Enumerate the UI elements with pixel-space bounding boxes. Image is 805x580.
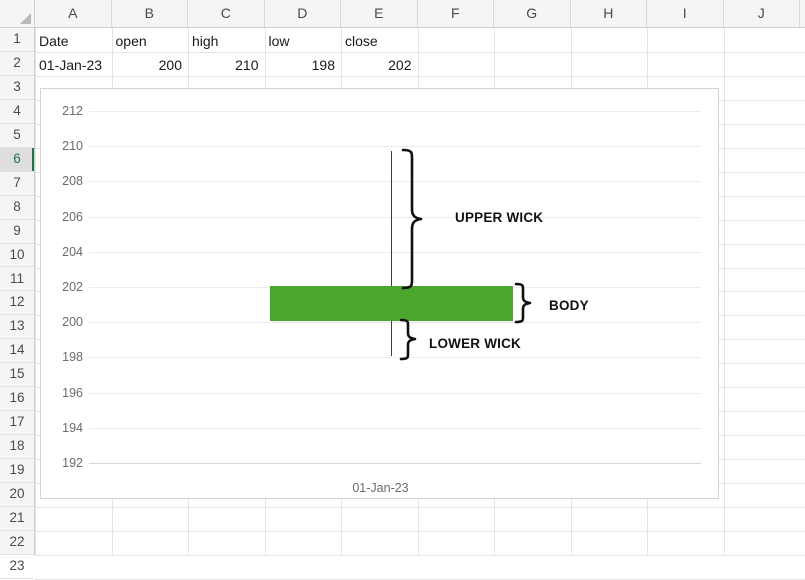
upper-wick [391,151,392,286]
row-header-20[interactable]: 20 [0,483,34,507]
active-row-indicator [32,147,34,171]
grid-hline [35,75,805,77]
cell-a2[interactable]: 01-Jan-23 [39,56,103,73]
select-all-triangle-icon [20,13,31,24]
column-header-j[interactable]: J [724,0,800,27]
row-header-15[interactable]: 15 [0,363,34,388]
grid-hline [35,530,805,532]
upper-wick-label: UPPER WICK [455,210,544,225]
row-header-17[interactable]: 17 [0,411,34,436]
row-header-1[interactable]: 1 [0,28,34,52]
row-header-19[interactable]: 19 [0,459,34,484]
candlestick-chart[interactable]: 212 210 208 206 204 202 200 198 196 194 192 01-Jan-… [40,88,719,499]
chart-gridline [89,216,701,218]
cell-c1[interactable]: high [192,33,219,49]
row-header-18[interactable]: 18 [0,435,34,460]
column-header-b[interactable]: B [112,0,188,27]
row-header-23[interactable]: 23 [0,555,34,579]
y-axis-tick-label: 196 [62,385,83,400]
grid-hline [35,51,805,53]
row-header-7[interactable]: 7 [0,172,34,196]
row-header-2[interactable]: 2 [0,52,34,76]
column-header-a[interactable]: A [35,0,112,27]
row-header-10[interactable]: 10 [0,244,34,268]
y-axis-tick-label: 198 [62,350,83,365]
row-header-21[interactable]: 21 [0,507,34,531]
column-header-f[interactable]: F [418,0,494,27]
chart-gridline [89,146,701,148]
chart-gridline [89,251,701,253]
candle-body [270,286,513,321]
y-axis-tick-label: 192 [62,456,83,470]
y-axis-tick-label: 204 [62,244,83,259]
cell-b2[interactable]: 200 [158,56,182,73]
column-header-g[interactable]: G [494,0,571,27]
cell-e1[interactable]: close [345,33,378,49]
chart-gridline [89,111,701,112]
row-header-14[interactable]: 14 [0,339,34,364]
row-header-6[interactable]: 6 [0,147,34,172]
row-header-3[interactable]: 3 [0,76,34,100]
row-header-9[interactable]: 9 [0,220,34,244]
row-header-8[interactable]: 8 [0,196,34,220]
chart-gridline [89,463,701,464]
cell-d1[interactable]: low [268,33,290,49]
y-axis-tick-label: 206 [62,209,83,224]
row-header-5[interactable]: 5 [0,124,34,148]
y-axis-tick-label: 202 [62,280,83,294]
cell-b1[interactable]: open [115,33,147,49]
body-brace [514,282,532,324]
y-axis-tick-label: 200 [62,315,83,330]
cell-e2[interactable]: 202 [388,56,412,73]
cell-d2[interactable]: 198 [311,56,335,73]
cell-a1[interactable]: Date [39,33,69,49]
chart-gridline [89,392,701,394]
grid-hline [35,507,805,508]
y-axis-tick-label: 208 [62,174,83,189]
chart-gridline [89,322,701,324]
row-header-13[interactable]: 13 [0,315,34,340]
column-header-c[interactable]: C [188,0,265,27]
chart-gridline [89,181,701,183]
grid-hline [35,554,805,556]
chart-gridline [89,427,701,429]
column-header-d[interactable]: D [265,0,341,27]
column-header-h[interactable]: H [571,0,647,27]
lower-wick-label: LOWER WICK [429,336,521,351]
row-header-12[interactable]: 12 [0,291,34,316]
x-axis-tick-label: 01-Jan-23 [352,481,409,495]
y-axis-tick-label: 194 [62,420,83,435]
row-header-4[interactable]: 4 [0,100,34,124]
chart-plot-area: 212 210 208 206 204 202 200 198 196 194 192 01-Jan-… [41,89,720,500]
row-header-22[interactable]: 22 [0,531,34,555]
select-all-corner[interactable] [0,0,35,28]
y-axis-tick-label: 210 [62,139,83,154]
y-axis-tick-label: 212 [62,104,83,118]
column-header-i[interactable]: I [647,0,724,27]
chart-gridline [89,357,701,359]
row-header-11[interactable]: 11 [0,268,34,292]
lower-wick [391,321,392,356]
row-header-16[interactable]: 16 [0,387,34,412]
lower-wick-brace [399,318,417,361]
body-label: BODY [549,298,589,313]
cell-c2[interactable]: 210 [235,56,259,73]
column-header-e[interactable]: E [341,0,418,27]
upper-wick-brace [401,148,423,290]
